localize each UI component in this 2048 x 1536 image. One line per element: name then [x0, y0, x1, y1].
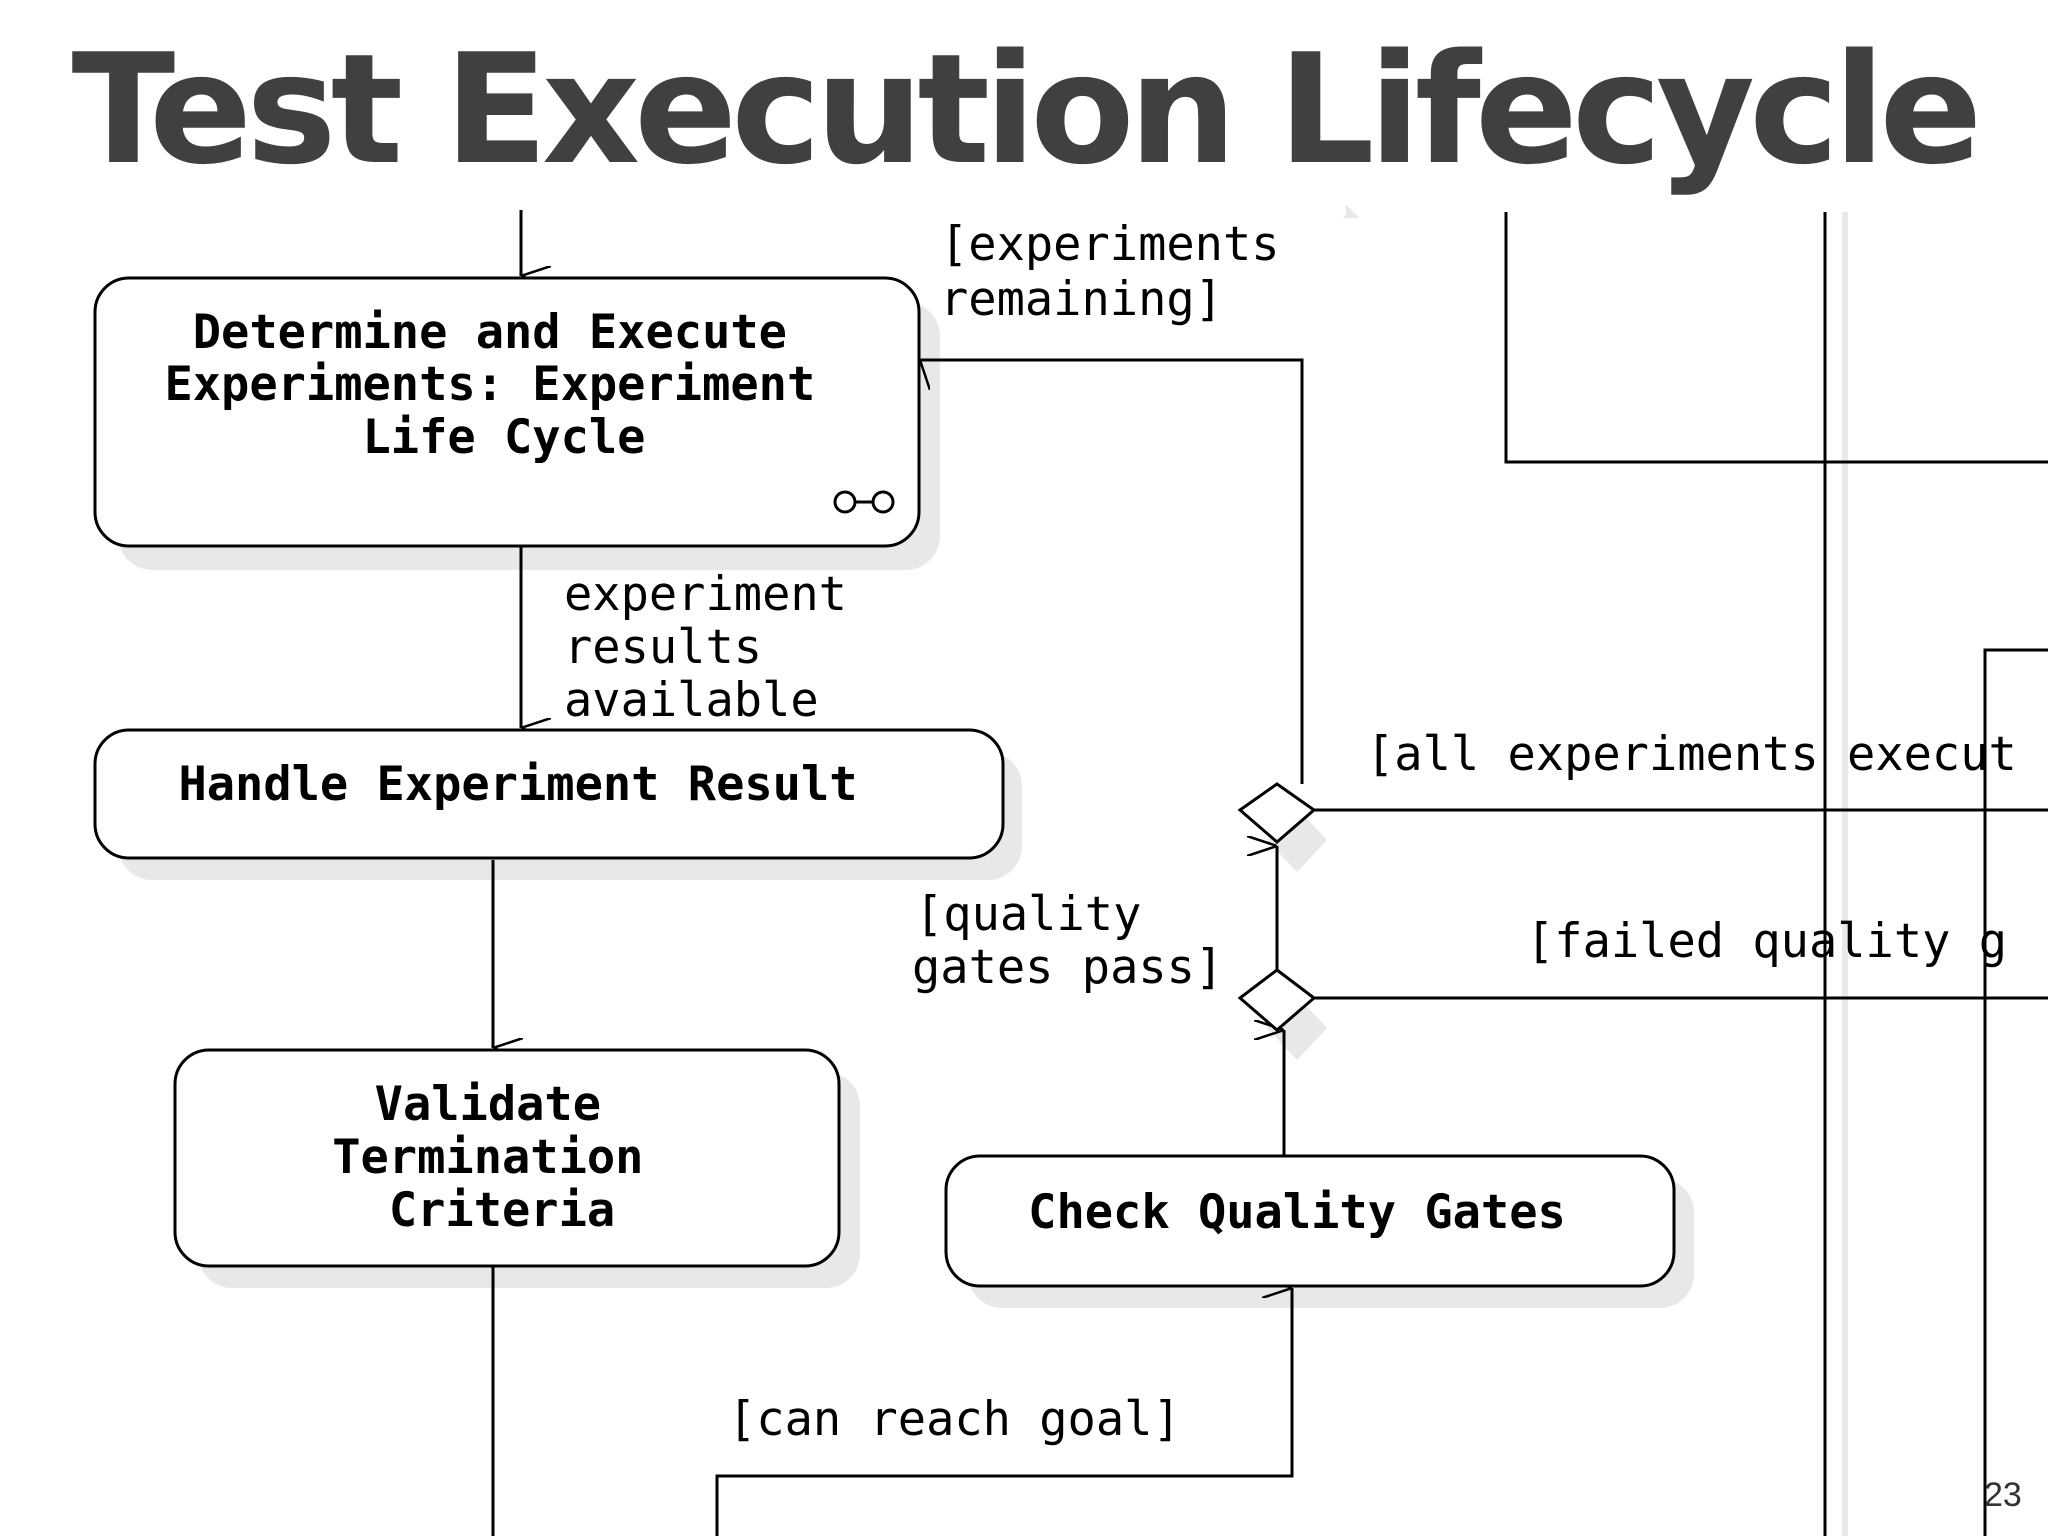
guard-experiments-remaining: [experiments remaining] — [940, 217, 1308, 327]
guard-line: gates pass] — [912, 940, 1223, 995]
experiments-remaining-edge — [920, 358, 1304, 784]
guard-line: [experiments — [940, 217, 1280, 272]
node-validate-text: Validate Termination Criteria — [332, 1077, 672, 1238]
top-edges — [519, 210, 2048, 1536]
node-execute-line: Life Cycle — [363, 410, 646, 465]
right-loop-line — [1504, 212, 2048, 464]
node-check-quality-gates — [944, 1154, 1676, 1288]
node-execute-line: Experiments: Experiment — [164, 357, 815, 412]
node-execute-text: Determine and Execute Experiments: Exper… — [164, 305, 843, 465]
node-validate-line: Validate — [375, 1077, 601, 1132]
node-handle-text: Handle Experiment Result — [178, 757, 857, 812]
can-reach-goal-edge — [715, 1288, 1294, 1536]
guard-line: remaining] — [940, 272, 1223, 327]
middle-edges — [491, 546, 2048, 1156]
guard-failed-quality: [failed quality g — [1526, 914, 2007, 969]
node-execute-line: Determine and Execute — [193, 305, 787, 360]
guard-can-reach-goal: [can reach goal] — [728, 1392, 1181, 1447]
node-validate-line: Termination — [332, 1130, 643, 1185]
page-number: 23 — [1984, 1476, 2022, 1514]
label-results-available: experiment results available — [564, 567, 875, 728]
decision-quality-gates — [1237, 968, 1317, 1032]
node-validate-criteria — [173, 1048, 841, 1268]
node-quality-text: Check Quality Gates — [1028, 1185, 1566, 1240]
label-line: results — [564, 620, 762, 675]
right-box-line — [1983, 648, 2048, 1536]
node-validate-line: Criteria — [389, 1183, 615, 1238]
guard-quality-pass: [quality gates pass] — [912, 887, 1223, 995]
decision-all-executed — [1237, 782, 1317, 844]
rake-icon — [833, 490, 895, 514]
guard-line: [quality — [915, 887, 1141, 942]
label-line: experiment — [564, 567, 847, 622]
label-line: available — [564, 673, 819, 728]
guard-all-executed: [all experiments execut — [1366, 727, 2017, 782]
node-execute-experiments — [93, 276, 921, 548]
bottom-edges — [491, 1266, 1294, 1536]
node-handle-result — [93, 728, 1005, 860]
slide-title: Test Execution Lifecycle — [71, 21, 1983, 198]
